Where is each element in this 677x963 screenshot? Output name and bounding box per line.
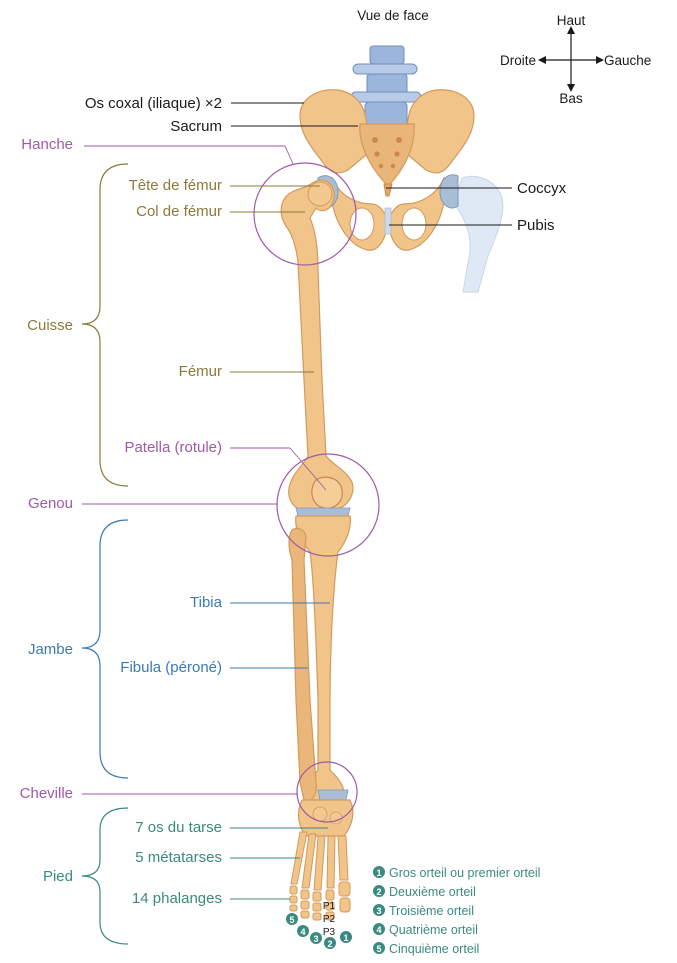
label-os-coxal: Os coxal (iliaque) ×2: [85, 95, 222, 112]
label-genou: Genou: [28, 495, 73, 512]
cuisse-brace: [81, 163, 129, 487]
ankle-joint-circle: [296, 761, 358, 823]
arrow-up-icon: [567, 26, 575, 34]
legend-num-2: 2: [376, 887, 381, 897]
patella-bone: [311, 476, 343, 509]
toe-marker-5: 5: [289, 915, 294, 925]
label-phalanx-p3: P3: [323, 927, 336, 938]
legend-num-1: 1: [376, 868, 381, 878]
label-coccyx: Coccyx: [517, 180, 567, 197]
arrow-left-icon: [538, 56, 546, 64]
compass-down-label: Bas: [559, 91, 583, 106]
legend-toe-1: Gros orteil ou premier orteil: [389, 866, 540, 880]
orientation-compass: Haut Bas Droite Gauche: [500, 13, 651, 106]
legend-toe-4: Quatrième orteil: [389, 923, 478, 937]
ankle-cartilage: [317, 789, 349, 801]
view-title: Vue de face: [357, 8, 429, 23]
knee-cartilage: [295, 507, 351, 517]
compass-up-label: Haut: [557, 13, 586, 28]
label-tarse: 7 os du tarse: [135, 819, 222, 836]
label-fibula: Fibula (péroné): [120, 659, 222, 676]
label-femur: Fémur: [179, 363, 222, 380]
label-cuisse: Cuisse: [27, 317, 73, 334]
label-phalanx-p2: P2: [323, 914, 336, 925]
compass-right-label: Gauche: [604, 53, 651, 68]
label-pubis: Pubis: [517, 217, 555, 234]
label-hanche: Hanche: [21, 136, 73, 153]
label-col-femur: Col de fémur: [136, 203, 222, 220]
label-metatarses: 5 métatarses: [135, 849, 222, 866]
label-sacrum: Sacrum: [170, 118, 222, 135]
foot-bones: [289, 799, 354, 921]
arrow-right-icon: [596, 56, 604, 64]
toe-marker-3: 3: [313, 934, 318, 944]
legend-toe-5: Cinquième orteil: [389, 942, 479, 956]
label-jambe: Jambe: [28, 641, 73, 658]
jambe-brace: [81, 519, 129, 779]
legend-toe-3: Troisième orteil: [389, 904, 474, 918]
opposite-femur-ghost: [453, 175, 504, 293]
pied-brace: [81, 807, 129, 945]
toe-legend: 1 Gros orteil ou premier orteil 2 Deuxiè…: [373, 866, 540, 956]
legend-num-3: 3: [376, 906, 381, 916]
label-cheville: Cheville: [20, 785, 73, 802]
leader-lines: [82, 102, 512, 900]
label-tete-femur: Tête de fémur: [129, 177, 222, 194]
legend-num-5: 5: [376, 944, 381, 954]
arrow-down-icon: [567, 84, 575, 92]
label-tibia: Tibia: [190, 594, 223, 611]
legend-num-4: 4: [376, 925, 381, 935]
label-phalanges: 14 phalanges: [132, 890, 222, 907]
label-phalanx-p1: P1: [323, 901, 336, 912]
lumbar-vertebrae: [350, 45, 422, 127]
toe-marker-2: 2: [327, 939, 332, 949]
fibula-bone: [288, 527, 317, 802]
toe-marker-4: 4: [300, 927, 305, 937]
label-pied: Pied: [43, 868, 73, 885]
compass-left-label: Droite: [500, 53, 536, 68]
label-patella: Patella (rotule): [124, 439, 222, 456]
toe-marker-1: 1: [343, 933, 348, 943]
legend-toe-2: Deuxième orteil: [389, 885, 476, 899]
toe-number-markers: 1 2 3 4 5: [286, 913, 352, 949]
knee-joint-circle: [276, 453, 380, 557]
hip-joint-circle: [253, 162, 357, 266]
